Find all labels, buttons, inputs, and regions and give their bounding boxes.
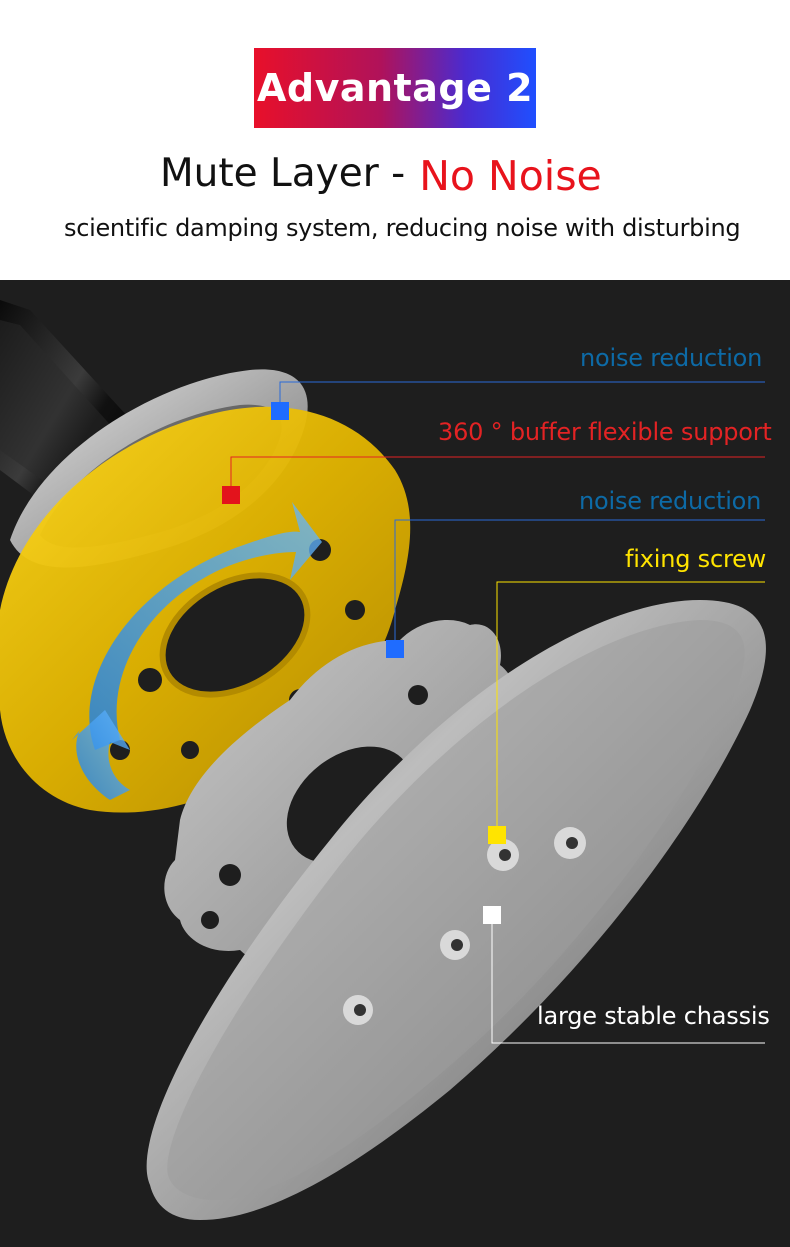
marker-chassis — [483, 906, 501, 924]
label-fixing-screw: fixing screw — [625, 545, 767, 573]
chassis-plate — [146, 600, 766, 1220]
screw — [487, 839, 519, 871]
exploded-view-illustration — [0, 300, 766, 1220]
headline-subtitle: scientific damping system, reducing nois… — [64, 214, 741, 242]
screws — [343, 827, 586, 1025]
callout-lines — [230, 381, 765, 1044]
screw — [440, 930, 470, 960]
label-noise-reduction-mid: noise reduction — [579, 487, 762, 515]
rotation-arrows — [72, 502, 323, 800]
advantage-badge-text: Advantage 2 — [256, 66, 534, 110]
marker-fixing-screw — [488, 826, 506, 844]
screw — [554, 827, 586, 859]
headline-left: Mute Layer - — [160, 151, 406, 196]
marker-buffer-support — [222, 486, 240, 504]
headline: Mute Layer - No Noise — [160, 148, 602, 204]
label-chassis: large stable chassis — [537, 1002, 770, 1030]
label-noise-reduction-top: noise reduction — [580, 344, 763, 372]
advantage-badge: Advantage 2 — [254, 48, 536, 128]
label-buffer-support: 360 ° buffer flexible support — [438, 418, 772, 446]
product-illustration: noise reduction 360 ° buffer flexible su… — [0, 280, 790, 1247]
headline-highlight: No Noise — [419, 152, 602, 200]
marker-noise-reduction-mid — [386, 640, 404, 658]
marker-noise-reduction-top — [271, 402, 289, 420]
screw — [343, 995, 373, 1025]
header-section: Advantage 2 Mute Layer - No Noise scienti… — [0, 0, 790, 280]
